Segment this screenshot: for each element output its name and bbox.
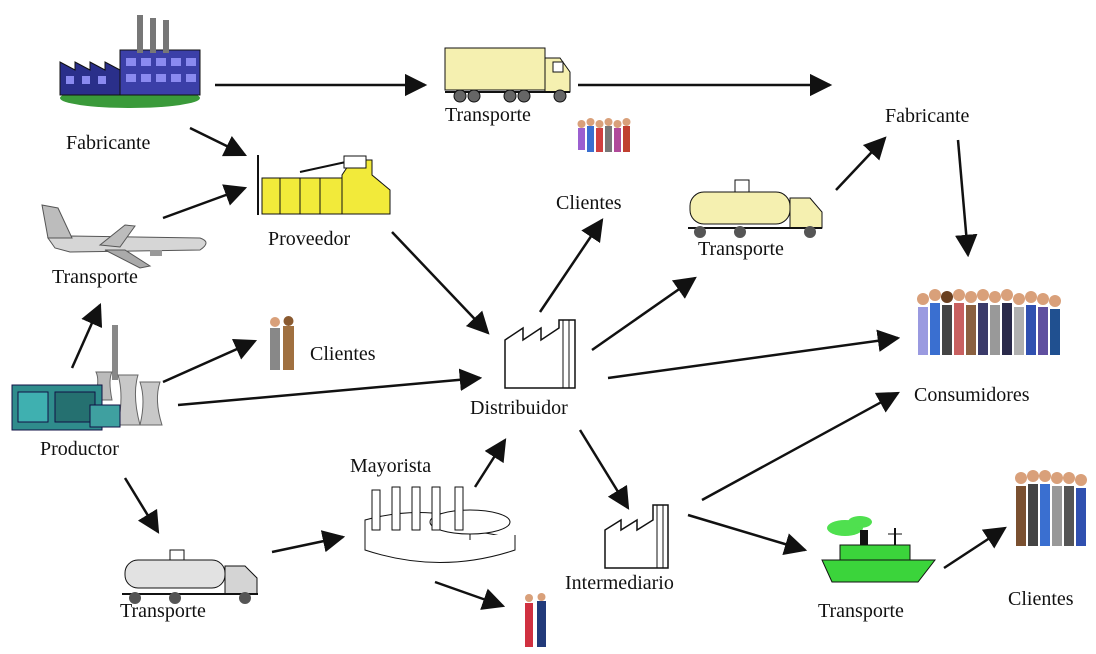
arrow — [70, 302, 103, 369]
airplane-icon — [41, 204, 207, 269]
clientes-right-label: Clientes — [1008, 588, 1074, 610]
power-plant-icon — [11, 325, 163, 431]
arrow — [177, 368, 483, 407]
fabricante-left-label: Fabricante — [66, 132, 151, 154]
arrow — [578, 429, 630, 510]
consumidores-label: Consumidores — [914, 384, 1030, 406]
transporte-ship-label: Transporte — [818, 600, 904, 622]
mayorista-label: Mayorista — [350, 455, 432, 477]
refinery-icon — [364, 486, 516, 563]
arrow — [955, 139, 978, 258]
truck-icon — [444, 47, 571, 103]
arrow — [835, 136, 887, 191]
transporte-plane-label: Transporte — [52, 266, 138, 288]
arrow — [687, 513, 808, 555]
small-factory-icon — [504, 319, 576, 389]
productor-label: Productor — [40, 438, 119, 460]
arrow — [162, 184, 248, 220]
arrow — [391, 231, 490, 335]
fabricante-right-label: Fabricante — [885, 105, 970, 127]
arrow — [189, 126, 248, 157]
arrow — [123, 477, 160, 534]
tanker-truck-icon — [122, 549, 258, 604]
tanker-truck-icon — [688, 179, 823, 238]
arrow — [701, 391, 900, 502]
arrow — [162, 338, 258, 384]
cargo-ship-icon — [821, 516, 937, 583]
transporte-top-label: Transporte — [445, 104, 531, 126]
transporte-tanker-bottom-label: Transporte — [120, 600, 206, 622]
arrow — [607, 329, 901, 380]
people-group-icon — [270, 118, 1087, 647]
transporte-tanker-mid-label: Transporte — [698, 238, 784, 260]
factory-icon — [59, 15, 201, 108]
intermediario-label: Intermediario — [565, 572, 674, 594]
clientes-left-label: Clientes — [310, 343, 376, 365]
arrow — [434, 580, 506, 610]
arrow — [271, 530, 346, 554]
arrow — [591, 276, 697, 352]
arrow — [943, 526, 1007, 570]
proveedor-label: Proveedor — [268, 228, 351, 250]
arrow — [473, 438, 507, 488]
clientes-top-label: Clientes — [556, 192, 622, 214]
distribuidor-label: Distribuidor — [470, 397, 568, 419]
supplier-plant-icon — [257, 155, 391, 215]
small-factory-icon — [604, 504, 669, 569]
arrow — [538, 218, 604, 313]
